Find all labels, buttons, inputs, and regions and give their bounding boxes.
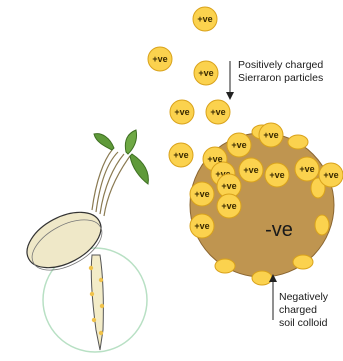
root	[91, 255, 103, 350]
rim-particle	[288, 135, 308, 149]
svg-text:+ve: +ve	[323, 170, 338, 180]
rim-particle	[315, 215, 329, 235]
particles-note-line2: Sierraron particles	[238, 72, 323, 84]
rim-particle	[293, 255, 313, 269]
svg-text:+ve: +ve	[263, 130, 278, 140]
particle: +ve	[265, 163, 289, 187]
particles-note-line1: Positively charged	[238, 59, 323, 71]
svg-text:+ve: +ve	[173, 150, 188, 160]
root-nodule	[99, 278, 103, 282]
particle: +ve	[319, 163, 343, 187]
colloid-note-line2: charged	[279, 304, 317, 316]
colloid-note-line3: soil colloid	[279, 317, 328, 329]
particle: +ve	[193, 7, 217, 31]
root-nodule	[90, 292, 94, 296]
particle: +ve	[190, 214, 214, 238]
svg-text:+ve: +ve	[194, 221, 209, 231]
svg-text:+ve: +ve	[269, 170, 284, 180]
root-nodule	[99, 331, 103, 335]
svg-text:+ve: +ve	[194, 189, 209, 199]
particle: +ve	[169, 143, 193, 167]
colloid-note-line1: Negatively	[279, 291, 329, 303]
leaf	[125, 130, 136, 154]
particle: +ve	[295, 157, 319, 181]
svg-text:+ve: +ve	[221, 201, 236, 211]
particle: +ve	[190, 182, 214, 206]
particle: +ve	[148, 47, 172, 71]
svg-text:+ve: +ve	[243, 165, 258, 175]
particle: +ve	[194, 61, 218, 85]
root-nodule	[100, 304, 104, 308]
svg-text:+ve: +ve	[174, 107, 189, 117]
root-nodule	[89, 266, 93, 270]
svg-text:+ve: +ve	[221, 181, 236, 191]
colloid-annotation: Negatively charged soil colloid	[269, 274, 329, 329]
particle: +ve	[206, 100, 230, 124]
particle: +ve	[239, 158, 263, 182]
leaf	[130, 154, 148, 184]
svg-text:+ve: +ve	[198, 68, 213, 78]
colloid-charge-label: -ve	[265, 219, 293, 241]
particle: +ve	[217, 194, 241, 218]
leaf	[94, 134, 114, 150]
svg-text:+ve: +ve	[299, 164, 314, 174]
particle: +ve	[259, 123, 283, 147]
root-nodule	[92, 318, 96, 322]
arrow-head	[226, 92, 234, 100]
rim-particle	[252, 271, 272, 285]
particle: +ve	[170, 100, 194, 124]
svg-text:+ve: +ve	[231, 140, 246, 150]
stem	[104, 156, 130, 216]
particles-annotation: Positively charged Sierraron particles	[226, 59, 323, 100]
rim-particle	[215, 259, 235, 273]
svg-text:+ve: +ve	[210, 107, 225, 117]
seedling	[18, 130, 148, 352]
svg-text:+ve: +ve	[152, 54, 167, 64]
particle: +ve	[227, 133, 251, 157]
svg-text:+ve: +ve	[197, 14, 212, 24]
